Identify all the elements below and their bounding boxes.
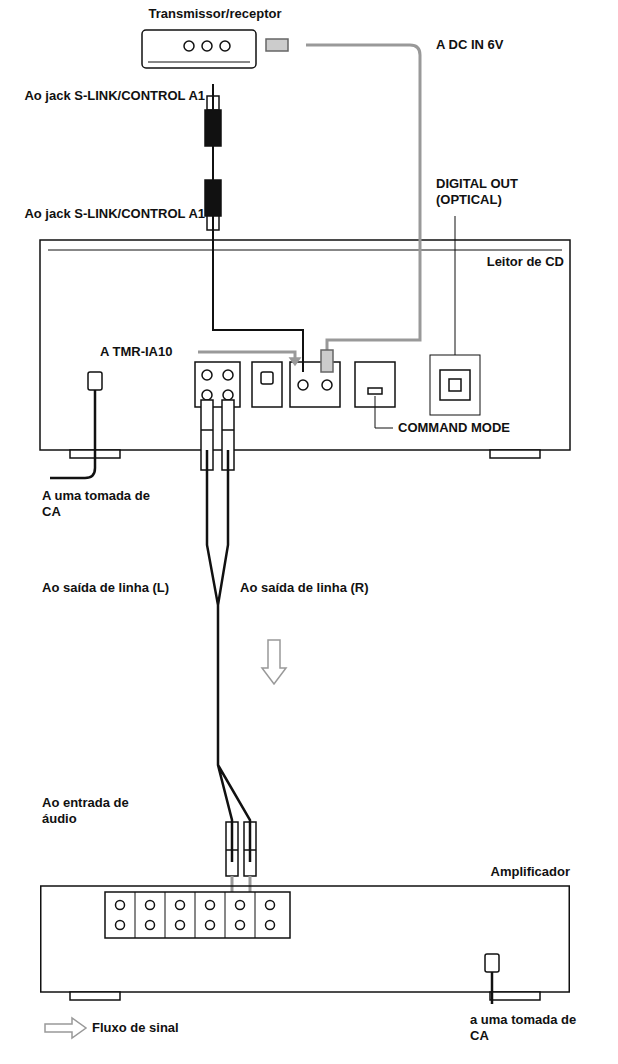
transmitter-node: Transmissor/receptor: [124, 2, 306, 84]
drawing-part: [146, 921, 155, 930]
drawing-part: [176, 901, 185, 910]
power-label: A uma tomada de CA: [42, 488, 154, 520]
ac-inlet: [485, 954, 499, 972]
drawing-part: [266, 921, 275, 930]
drawing-part: [490, 992, 540, 1000]
drawing-part: [184, 41, 194, 51]
drawing-part: [142, 30, 256, 68]
drawing-part: [220, 41, 230, 51]
cable: [207, 450, 250, 862]
drawing-part: [491, 972, 494, 1004]
drawing-part: [165, 892, 166, 938]
drawing-part: [116, 901, 125, 910]
jack-label: A TMR-IA10: [100, 344, 172, 360]
power-label: a uma tomada de CA: [470, 1012, 590, 1044]
jack-label: Ao jack S-LINK/CONTROL A1: [5, 206, 205, 222]
drawing-part: [206, 901, 215, 910]
drawing-part: [206, 921, 215, 930]
cable: [306, 45, 420, 240]
cable: [212, 84, 214, 240]
switch-label: COMMAND MODE: [398, 420, 510, 436]
output-label: Ao saída de linha (R): [240, 580, 440, 596]
node-title: Transmissor/receptor: [124, 6, 306, 22]
node-title: Leitor de CD: [487, 254, 564, 270]
ac-inlet: [88, 372, 102, 390]
drawing-part: [236, 901, 245, 910]
drawing-part: [225, 892, 226, 938]
cd-panel: [40, 240, 570, 450]
drawing-part: [176, 921, 185, 930]
drawing-part: [202, 41, 212, 51]
legend-arrow: [45, 1018, 86, 1038]
drawing-part: [195, 892, 196, 938]
jack-label: Ao jack S-LINK/CONTROL A1: [5, 88, 205, 104]
amplifier-node: Amplificador: [40, 862, 570, 1004]
legend-text: Fluxo de sinal: [92, 1020, 179, 1036]
drawing-part: [148, 62, 250, 63]
output-label: DIGITAL OUT (OPTICAL): [436, 176, 546, 208]
drawing-part: [146, 901, 155, 910]
drawing-part: [116, 921, 125, 930]
jack-label: A DC IN 6V: [436, 37, 503, 53]
drawing-part: [70, 992, 120, 1000]
drawing-part: [135, 892, 136, 938]
drawing-part: [255, 892, 256, 938]
amplifier-body: [40, 862, 570, 1004]
drawing-part: [41, 886, 570, 992]
drawing-part: [266, 901, 275, 910]
input-label: Ao entrada de áudio: [42, 795, 162, 827]
output-label: Ao saída de linha (L): [42, 580, 182, 596]
drawing-part: [105, 892, 290, 938]
node-title: Amplificador: [491, 864, 570, 880]
drawing-part: [236, 921, 245, 930]
